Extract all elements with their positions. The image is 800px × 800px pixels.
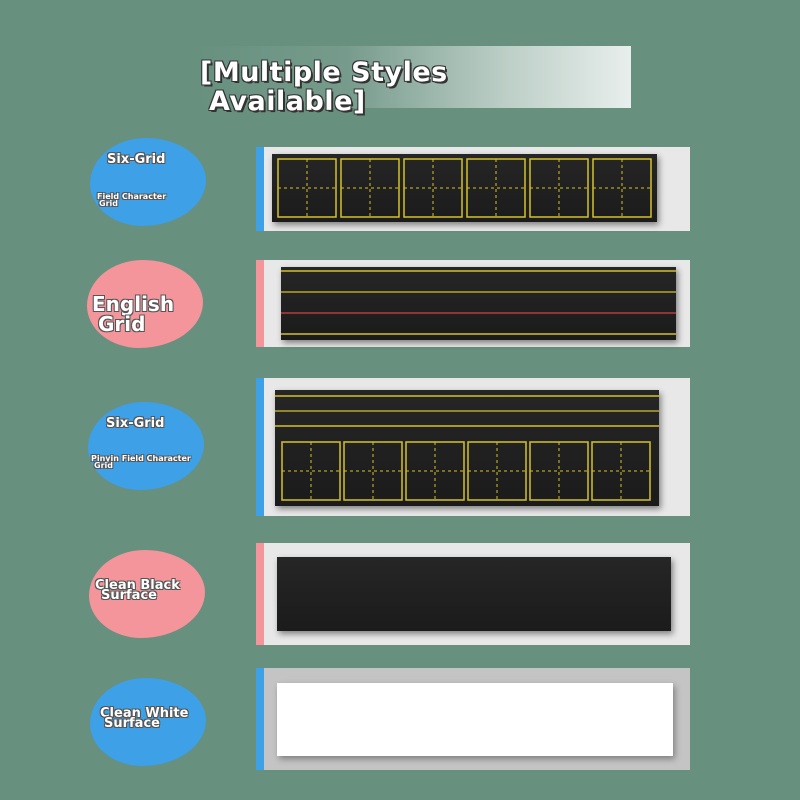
board-pinyin-six-grid <box>275 390 659 506</box>
style-label-sub: Surface <box>101 588 157 603</box>
style-badge-pinyin-six-grid <box>88 402 204 490</box>
style-badge-clean-white <box>90 678 206 766</box>
board-clean-black <box>277 557 671 631</box>
style-label-sub: Surface <box>104 716 160 731</box>
style-card-clean-black <box>256 543 690 645</box>
six-grid-field-lines <box>277 158 652 218</box>
board-english-lines <box>281 267 676 340</box>
style-badge-english-grid <box>87 260 203 348</box>
style-label-sub: Field Character <box>97 192 167 201</box>
style-card-english-grid <box>256 260 690 347</box>
card-accent <box>256 668 264 770</box>
card-accent <box>256 260 264 347</box>
style-label-sub: Grid <box>98 312 146 336</box>
style-label-main: Clean White <box>100 706 189 721</box>
style-label-main: Six-Grid <box>106 416 165 431</box>
style-badge-six-grid-field <box>90 138 206 226</box>
page-title-line-2: Available] <box>209 86 366 117</box>
style-label-sub: Grid <box>99 199 118 208</box>
style-label-main: English <box>92 292 175 316</box>
style-label-sub: Grid <box>94 461 113 470</box>
style-card-six-grid-field <box>256 147 690 231</box>
board-six-grid-field <box>272 154 657 222</box>
pinyin-six-grid-lines <box>275 395 659 501</box>
style-card-pinyin-six-grid <box>256 378 690 516</box>
style-label-main: Clean Black <box>95 578 180 593</box>
style-badge-clean-black <box>89 550 205 638</box>
english-lines <box>281 270 676 335</box>
style-label-sub: Pinyin Field Character <box>91 454 191 463</box>
style-card-clean-white <box>256 668 690 770</box>
style-label-main: Six-Grid <box>107 152 166 167</box>
title-banner <box>195 46 631 108</box>
card-accent <box>256 543 264 645</box>
card-accent <box>256 378 264 516</box>
page-title-line-1: [Multiple Styles <box>200 57 448 88</box>
card-accent <box>256 147 264 231</box>
board-clean-white <box>277 683 673 756</box>
